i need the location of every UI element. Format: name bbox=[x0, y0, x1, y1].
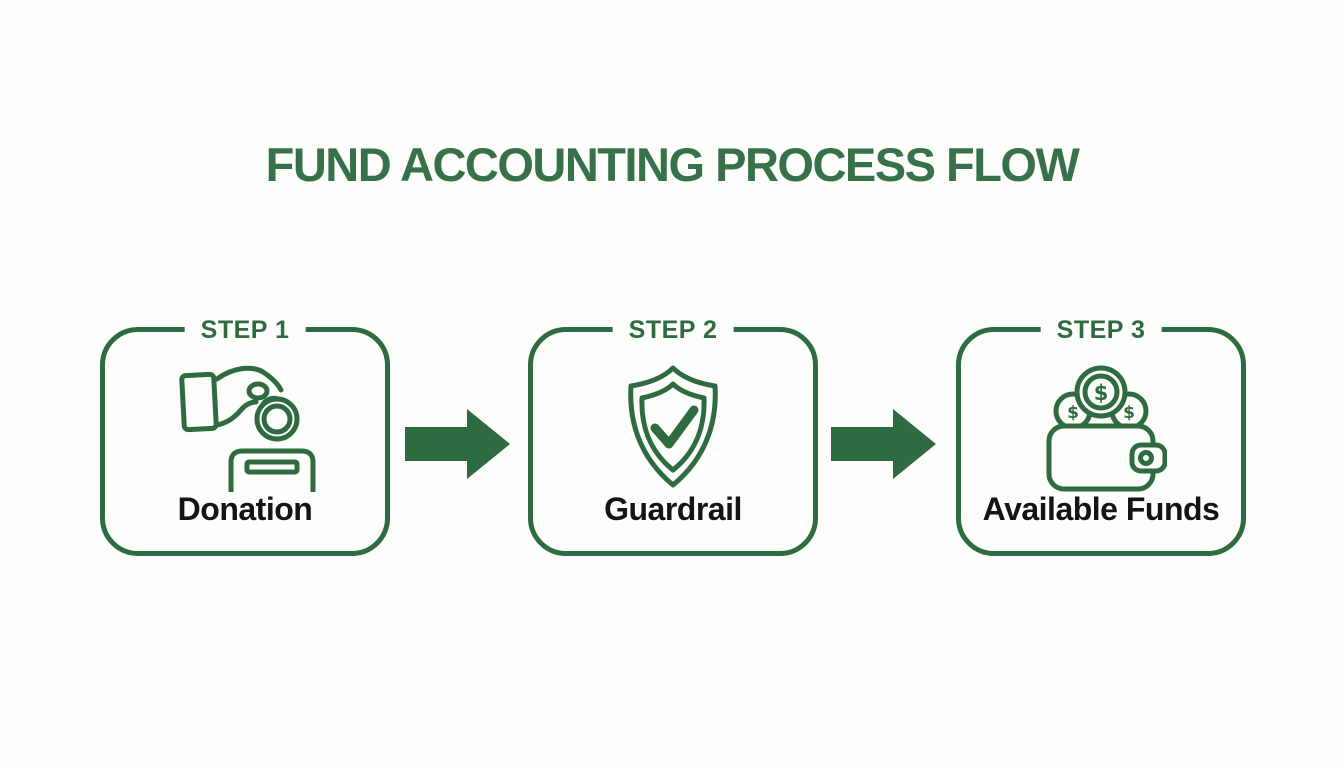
step-name: Available Funds bbox=[982, 491, 1220, 527]
arrow-right-icon bbox=[831, 407, 938, 481]
wallet-coins-icon: $ $ $ bbox=[961, 356, 1241, 498]
page-title: FUND ACCOUNTING PROCESS FLOW bbox=[265, 138, 1080, 191]
hand-coin-donation-icon bbox=[105, 356, 385, 498]
step-box-donation: STEP 1 Donation bbox=[100, 314, 390, 556]
dollar-sign: $ bbox=[1123, 403, 1135, 423]
step-box-guardrail: STEP 2 Guardrail bbox=[528, 314, 818, 556]
dollar-sign: $ bbox=[1067, 403, 1079, 423]
step-label: STEP 2 bbox=[612, 314, 734, 346]
step-label: STEP 3 bbox=[1040, 314, 1162, 346]
step-box-available-funds: STEP 3 $ $ $ Available Funds bbox=[956, 314, 1246, 556]
arrow-right-icon bbox=[405, 407, 512, 481]
shield-check-icon bbox=[533, 356, 813, 498]
step-name: Guardrail bbox=[604, 491, 742, 527]
step-name: Donation bbox=[177, 491, 313, 527]
dollar-sign: $ bbox=[1094, 381, 1109, 405]
step-label: STEP 1 bbox=[184, 314, 306, 346]
